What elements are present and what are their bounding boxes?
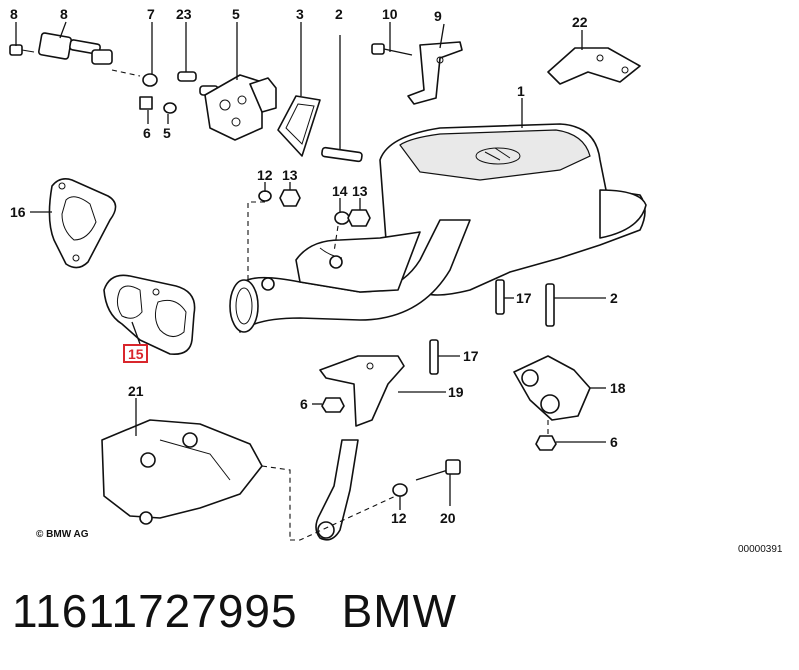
part-3-gasket: [277, 95, 321, 157]
dash-21: [261, 465, 291, 540]
part-15-gasket: [103, 274, 196, 356]
part-17-stud-top: [495, 279, 505, 315]
callout-4: 5: [232, 6, 240, 22]
part-12-washer-top: [258, 190, 272, 202]
callout-10: 9: [434, 8, 442, 24]
brand-name: BMW: [341, 585, 458, 637]
part-19-bracket: [319, 355, 405, 427]
callout-14: 14: [332, 183, 348, 199]
part-16-gasket: [48, 178, 117, 269]
part-17-stud-bottom: [429, 339, 439, 375]
callout-18: 18: [610, 380, 626, 396]
part-13-nut-top: [279, 189, 301, 207]
diagram-reference-number: 00000391: [738, 544, 783, 555]
copyright-text: © BMW AG: [36, 529, 89, 540]
part-20-bolt: [415, 459, 461, 481]
part-22-bracket: [547, 47, 641, 85]
callout-8: 8: [60, 6, 68, 22]
part-caption: 11611727995 BMW: [12, 584, 457, 644]
callout-22: 22: [572, 14, 588, 30]
callout-3: 3: [296, 6, 304, 22]
dash-strut: [290, 493, 401, 541]
part-number: 11611727995: [12, 585, 298, 637]
part-12-washer-bottom: [392, 483, 408, 497]
callout-12-top: 12: [257, 167, 273, 183]
part-6-nut-right: [535, 435, 557, 451]
part-8-sensor: [37, 32, 141, 77]
part-6-nut-top: [139, 96, 153, 110]
callout-15-label: 15: [128, 346, 144, 362]
callout-7: 7: [147, 6, 155, 22]
part-13-nut-mid: [347, 209, 371, 227]
callout-16: 16: [10, 204, 26, 220]
copyright-mark: © BMW AG: [36, 529, 89, 540]
callout-labels: 8 8 7 23 5 3 2 10 9 22 1 6 5 12 13 14 13…: [10, 6, 626, 526]
callout-12-bottom: 12: [391, 510, 407, 526]
dash-14: [333, 225, 339, 253]
callout-6-right: 6: [610, 434, 618, 450]
exhaust-manifold-diagram: 8 8 7 23 5 3 2 10 9 22 1 6 5 12 13 14 13…: [9, 6, 783, 555]
callout-1: 1: [517, 83, 525, 99]
callout-2-right: 2: [610, 290, 618, 306]
callout-21: 21: [128, 383, 144, 399]
part-14-washer: [334, 211, 350, 225]
leader-lines: [15, 21, 606, 510]
part-9-bolt: [9, 44, 35, 56]
callout-9: 8: [10, 6, 18, 22]
part-5-washer: [163, 102, 177, 114]
support-strut: [315, 439, 359, 541]
part-18-bracket: [513, 355, 591, 421]
manifold-tubes: [229, 219, 471, 333]
callout-15-highlighted[interactable]: 15: [123, 344, 148, 363]
part-4-flange: [204, 74, 277, 141]
part-21-bracket: [101, 419, 263, 525]
callout-20: 20: [440, 510, 456, 526]
callout-19: 19: [448, 384, 464, 400]
callout-6-left: 6: [300, 396, 308, 412]
callout-6-top: 6: [143, 125, 151, 141]
callout-23: 23: [176, 6, 192, 22]
part-6-nut-left: [321, 397, 345, 413]
callout-17-bottom: 17: [463, 348, 479, 364]
callout-2-top: 2: [335, 6, 343, 22]
callout-17-top: 17: [516, 290, 532, 306]
part-7-washer: [142, 73, 158, 87]
callout-13-top: 13: [282, 167, 298, 183]
callout-5: 5: [163, 125, 171, 141]
part-11-bolt: [371, 43, 413, 56]
part-23-studs: [177, 71, 219, 96]
part-10-bracket: [407, 41, 463, 105]
dash-12-13: [247, 201, 265, 282]
callout-13-mid: 13: [352, 183, 368, 199]
part-2-stud-top: [321, 146, 363, 163]
part-2-stud-right: [545, 283, 555, 327]
callout-11: 10: [382, 6, 398, 22]
